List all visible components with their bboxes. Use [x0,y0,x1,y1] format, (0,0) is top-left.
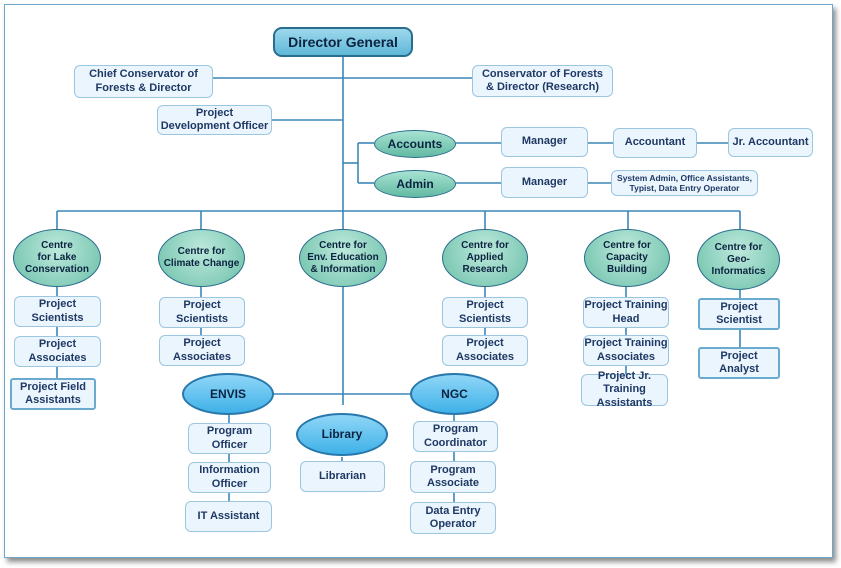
centre-geo-informatics: Centre for Geo- Informatics [697,229,780,290]
admin-staff-box: System Admin, Office Assistants, Typist,… [611,170,758,196]
applied-project-associates: Project Associates [442,335,528,366]
geo-project-scientist: Project Scientist [698,298,780,330]
geo-project-analyst: Project Analyst [698,347,780,379]
centre-capacity-building: Centre for Capacity Building [584,229,670,287]
conservator-research-box: Conservator of Forests & Director (Resea… [472,65,613,97]
climate-project-associates: Project Associates [159,335,245,366]
capacity-jr-training-assistants: Project Jr. Training Assistants [581,370,668,409]
ngc-node: NGC [410,373,499,415]
centre-lake-conservation: Centre for Lake Conservation [13,229,101,287]
admin-manager-box: Manager [501,167,588,198]
applied-project-scientists: Project Scientists [442,297,528,328]
accounts-manager-box: Manager [501,127,588,157]
lake-project-field-assistants: Project Field Assistants [10,378,96,410]
envis-node: ENVIS [182,373,274,415]
jr-accountant-box: Jr. Accountant [728,128,813,157]
project-development-officer-box: Project Development Officer [157,105,272,135]
envis-information-officer: Information Officer [188,462,271,493]
envis-program-officer: Program Officer [188,423,271,454]
capacity-training-head: Project Training Head [583,297,669,328]
accounts-node: Accounts [374,130,456,158]
centre-env-education: Centre for Env. Education & Information [299,229,387,287]
librarian-box: Librarian [300,461,385,492]
envis-it-assistant: IT Assistant [185,501,272,532]
climate-project-scientists: Project Scientists [159,297,245,328]
director-general-box: Director General [273,27,413,57]
capacity-training-associates: Project Training Associates [583,335,669,366]
lake-project-associates: Project Associates [14,336,101,367]
centre-applied-research: Centre for Applied Research [442,229,528,287]
ngc-program-coordinator: Program Coordinator [413,421,498,452]
centre-climate-change: Centre for Climate Change [158,229,245,287]
lake-project-scientists: Project Scientists [14,296,101,327]
accountant-box: Accountant [613,128,697,158]
admin-node: Admin [374,170,456,198]
library-node: Library [296,413,388,456]
ngc-program-associate: Program Associate [410,461,496,493]
chief-conservator-box: Chief Conservator of Forests & Director [74,65,213,98]
ngc-data-entry-operator: Data Entry Operator [410,502,496,534]
